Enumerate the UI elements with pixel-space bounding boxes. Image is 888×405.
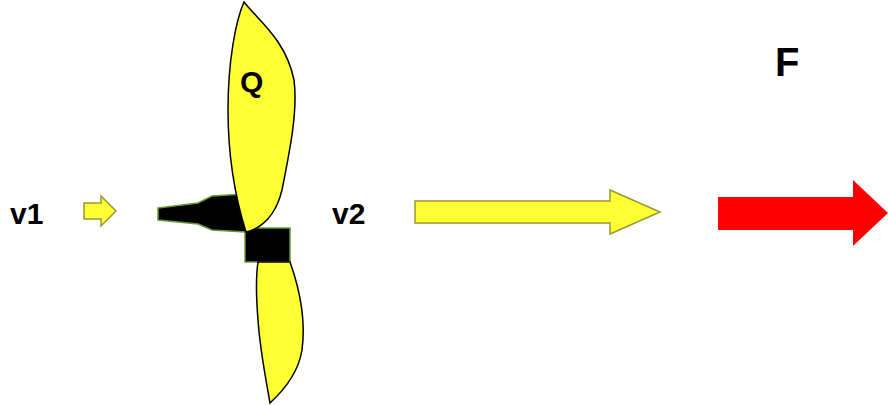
force-label: F [775,42,799,82]
inflow-arrow [84,196,116,226]
velocity-label: v2 [332,199,365,229]
outflow-arrow [415,190,660,234]
velocity-label: v1 [10,199,43,229]
propeller-blade [228,2,295,232]
propeller-blade [257,262,304,403]
thrust-arrow [718,180,888,246]
torque-label: Q [240,67,263,97]
